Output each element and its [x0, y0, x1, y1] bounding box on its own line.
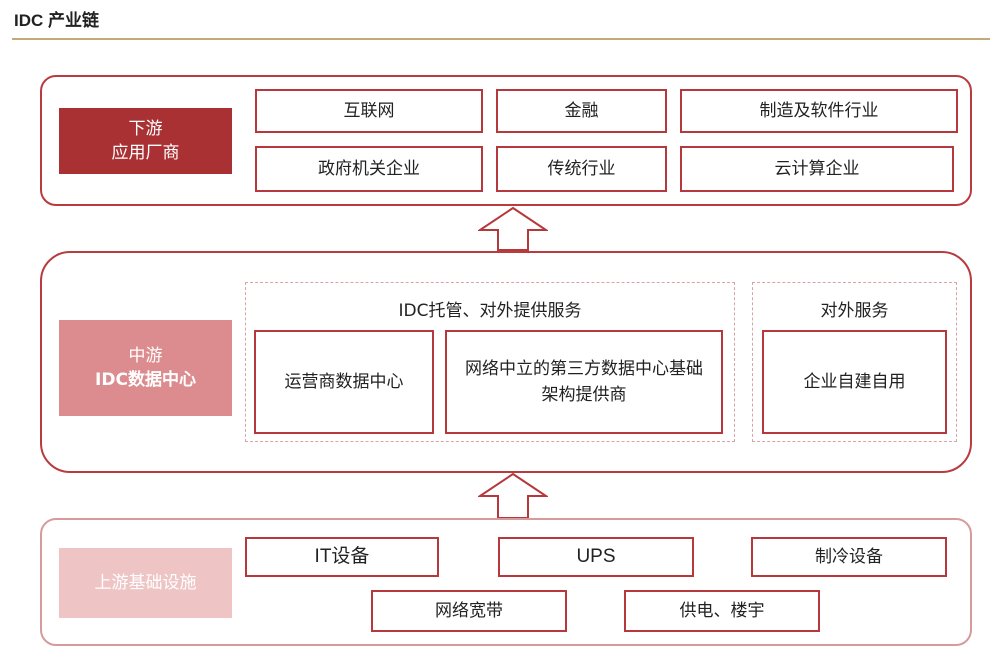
neutral-third-party-provider: 网络中立的第三方数据中心基础架构提供商	[445, 330, 723, 434]
downstream-item-cloud: 云计算企业	[680, 146, 954, 192]
page-title: IDC 产业链	[14, 11, 99, 30]
midstream-label-line2: IDC数据中心	[95, 370, 196, 390]
midstream-label: 中游 IDC数据中心	[59, 320, 232, 416]
operator-datacenter: 运营商数据中心	[254, 330, 434, 434]
external-service-group	[752, 282, 957, 442]
downstream-item-traditional: 传统行业	[496, 146, 667, 192]
downstream-label-line2: 应用厂商	[111, 143, 180, 163]
midstream-label-line1: 中游	[128, 346, 163, 366]
downstream-item-government-enterprise: 政府机关企业	[255, 146, 483, 192]
enterprise-self-built: 企业自建自用	[762, 330, 947, 434]
upstream-label: 上游基础设施	[59, 548, 232, 618]
idc-hosting-group-title: IDC托管、对外提供服务	[398, 301, 582, 321]
idc-hosting-group	[245, 282, 735, 442]
downstream-item-finance: 金融	[496, 89, 667, 133]
upstream-item-cooling: 制冷设备	[751, 537, 947, 577]
upstream-item-ups: UPS	[498, 537, 694, 577]
upstream-item-power-building: 供电、楼宇	[624, 590, 820, 632]
title-divider	[12, 38, 990, 40]
downstream-item-internet: 互联网	[255, 89, 483, 133]
upstream-item-network-bandwidth: 网络宽带	[371, 590, 567, 632]
downstream-label: 下游 应用厂商	[59, 108, 232, 174]
up-arrow-icon	[478, 472, 548, 519]
external-service-group-title: 对外服务	[820, 301, 889, 321]
upstream-item-it-equipment: IT设备	[245, 537, 439, 577]
up-arrow-icon	[478, 206, 548, 251]
downstream-item-manufacturing-software: 制造及软件行业	[680, 89, 958, 133]
downstream-label-line1: 下游	[128, 119, 163, 139]
